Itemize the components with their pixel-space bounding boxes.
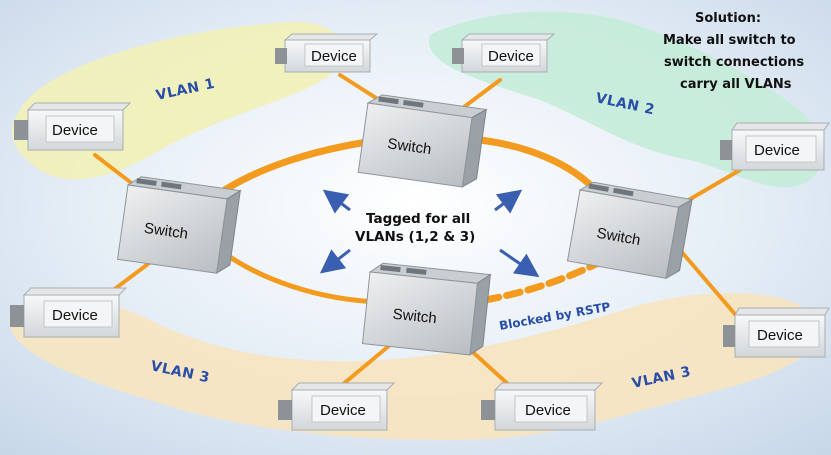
solution-line-1: Solution: <box>695 11 761 26</box>
tagged-label-line2: VLANs (1,2 & 3) <box>355 229 475 245</box>
solution-line-2: Make all switch to <box>663 33 796 48</box>
device-right-upper-label: Device <box>754 142 800 159</box>
vlan3-zone <box>9 293 818 440</box>
switch-top-label: Switch <box>386 135 432 158</box>
arrow-down-right <box>499 248 540 278</box>
device-bottom-right: Device <box>481 382 604 431</box>
device-bottom-left-label: Device <box>320 402 366 419</box>
switch-bottom-label: Switch <box>392 306 438 328</box>
device-top-left: Device <box>275 33 379 73</box>
device-left-lower-label: Device <box>52 307 98 324</box>
link-device-top-right <box>458 78 502 112</box>
device-left-upper-label: Device <box>52 122 98 139</box>
trunk-link-left-bottom <box>217 247 383 305</box>
device-bottom-left: Device <box>278 382 396 431</box>
device-right-lower: Device <box>723 307 830 358</box>
switch-right: Switch <box>566 181 694 280</box>
device-top-left-label: Device <box>311 48 357 65</box>
device-left-upper: Device <box>14 102 132 151</box>
device-right-lower-label: Device <box>757 327 803 344</box>
switch-left-label: Switch <box>143 220 189 243</box>
device-top-right-label: Device <box>488 48 534 65</box>
device-top-right: Device <box>452 33 556 73</box>
tagged-label-line1: Tagged for all <box>366 211 470 227</box>
solution-line-4: carry all VLANs <box>680 77 792 92</box>
arrow-up-right <box>494 189 523 214</box>
device-bottom-right-label: Device <box>525 402 571 419</box>
arrow-down-left <box>319 248 351 274</box>
switch-top: Switch <box>357 94 488 188</box>
device-left-lower: Device <box>10 287 128 338</box>
link-device-right-lower <box>678 248 742 322</box>
tag-arrows <box>319 189 540 278</box>
arrow-up-left <box>322 189 351 214</box>
switch-bottom: Switch <box>361 262 492 356</box>
device-right-upper: Device <box>720 122 830 171</box>
solution-line-3: switch connections <box>664 55 804 70</box>
solution-note: Solution: Make all switch to switch conn… <box>663 11 804 92</box>
switch-left: Switch <box>116 176 242 275</box>
